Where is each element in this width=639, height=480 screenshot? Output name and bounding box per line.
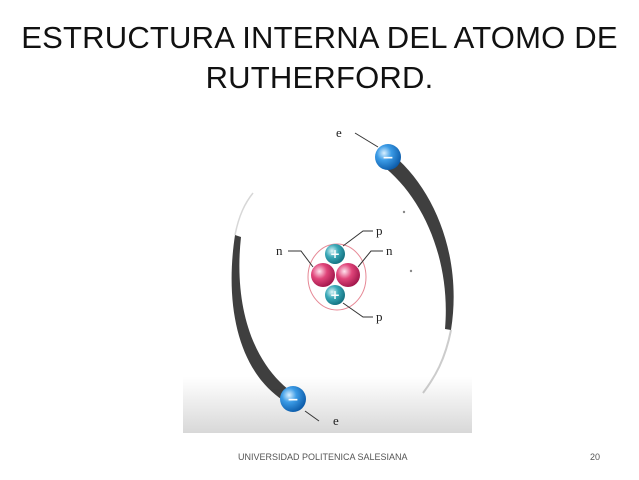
slide-footer: UNIVERSIDAD POLITENICA SALESIANA 20 xyxy=(0,452,639,466)
orbit-trail-left xyxy=(231,235,299,405)
svg-text:−: − xyxy=(382,150,394,166)
neutron-right xyxy=(336,263,360,287)
electron-bottom: − xyxy=(280,386,306,412)
nucleus-outline xyxy=(307,243,367,311)
electron-top: − xyxy=(375,144,401,170)
atom-diagram: − e − e + xyxy=(183,115,472,433)
page-number: 20 xyxy=(590,452,601,462)
title-line-2: RUTHERFORD. xyxy=(205,60,434,95)
orbit-trail-right xyxy=(379,151,454,330)
label-electron-top: e xyxy=(336,125,342,140)
label-electron-bottom: e xyxy=(333,413,339,428)
proton-bottom: + xyxy=(325,285,345,305)
svg-text:−: − xyxy=(287,392,299,408)
svg-text:+: + xyxy=(330,247,340,261)
neutron-left xyxy=(311,263,335,287)
footer-institution: UNIVERSIDAD POLITENICA SALESIANA xyxy=(238,452,408,462)
slide-title: ESTRUCTURA INTERNA DEL ATOMO DE RUTHERFO… xyxy=(20,18,619,98)
label-proton-bottom: p xyxy=(376,309,383,324)
label-proton-top: p xyxy=(376,223,383,238)
figure-floor xyxy=(183,377,472,433)
svg-text:+: + xyxy=(330,288,340,302)
label-neutron-left: n xyxy=(276,243,283,258)
label-neutron-right: n xyxy=(386,243,393,258)
title-line-1: ESTRUCTURA INTERNA DEL ATOMO DE xyxy=(21,20,618,55)
proton-top: + xyxy=(325,244,345,264)
